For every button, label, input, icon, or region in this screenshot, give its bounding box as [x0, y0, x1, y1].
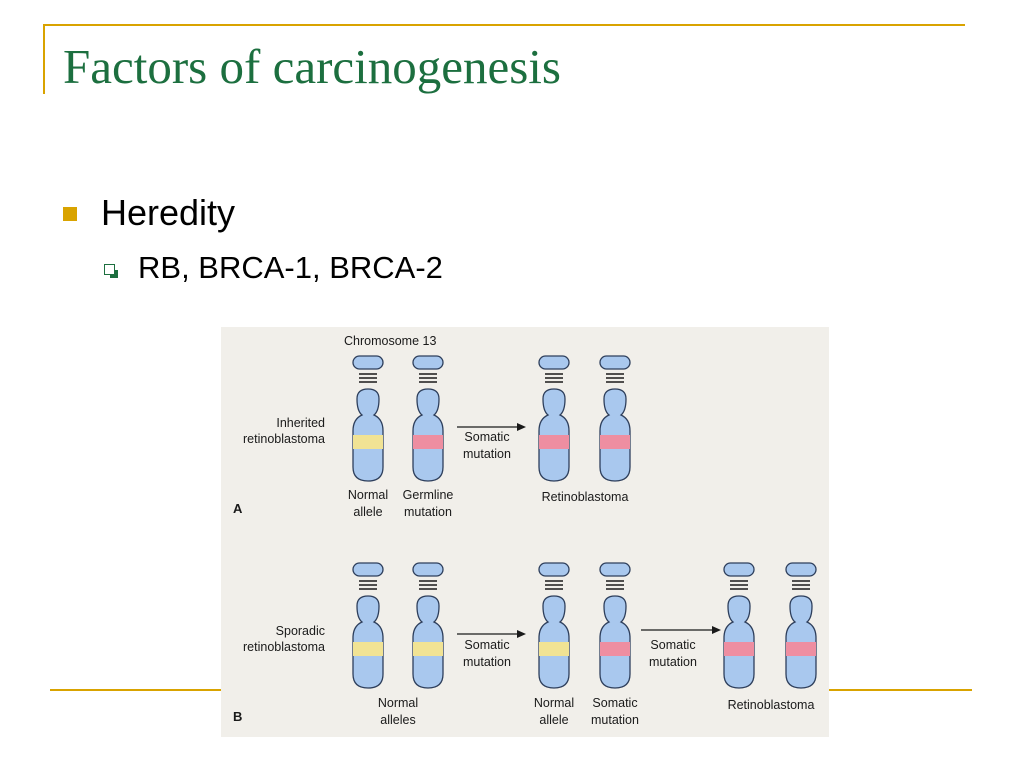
arrow-head — [517, 630, 526, 638]
mutated-band — [413, 435, 443, 449]
row-label-a-line2: retinoblastoma — [243, 432, 325, 446]
chromosome-b-4 — [599, 562, 631, 689]
chromosome-a-3 — [538, 355, 570, 482]
bullet-box-icon — [104, 264, 118, 278]
retinoblastoma-figure: Chromosome 13 Inherited retinoblastoma S… — [221, 327, 829, 737]
chromosome-cap — [599, 562, 631, 577]
arrow-b2 — [641, 626, 721, 634]
chromosome-cap — [538, 562, 570, 577]
mutated-band — [600, 642, 630, 656]
arrow-b1-label-line2: mutation — [463, 655, 511, 669]
arrow-b2-label-line1: Somatic — [650, 638, 695, 652]
bullet-genes: RB, BRCA-1, BRCA-2 — [138, 250, 443, 285]
chromosome-b-6 — [785, 562, 817, 689]
chromosome-b-5 — [723, 562, 755, 689]
chromosome-cap — [352, 562, 384, 577]
caption-b-result: Retinoblastoma — [728, 698, 815, 712]
chromosome-cap — [412, 562, 444, 577]
caption-b4-line1: Somatic — [592, 696, 637, 710]
arrow-a-label-line2: mutation — [463, 447, 511, 461]
chromosome-a-1 — [352, 355, 384, 482]
chromosome-b-2 — [412, 562, 444, 689]
caption-a2-line2: mutation — [404, 505, 452, 519]
row-label-a-line1: Inherited — [276, 416, 325, 430]
mutated-band — [786, 642, 816, 656]
frame-left-rule — [43, 24, 45, 94]
chromosome-group — [352, 355, 817, 689]
chromosome-13-heading: Chromosome 13 — [344, 334, 436, 348]
arrow-b1 — [457, 630, 526, 638]
mutated-band — [724, 642, 754, 656]
arrow-head — [517, 423, 526, 431]
normal-band — [353, 435, 383, 449]
chromosome-a-2 — [412, 355, 444, 482]
normal-band — [539, 642, 569, 656]
arrow-b1-label-line1: Somatic — [464, 638, 509, 652]
caption-a1-line1: Normal — [348, 488, 388, 502]
frame-top-rule — [43, 24, 965, 26]
arrow-a — [457, 423, 526, 431]
chromosome-b-3 — [538, 562, 570, 689]
retinoblastoma-diagram: Chromosome 13 Inherited retinoblastoma S… — [233, 334, 817, 727]
caption-b3-line1: Normal — [534, 696, 574, 710]
panel-a-letter: A — [233, 501, 243, 516]
caption-a2-line1: Germline — [403, 488, 454, 502]
arrow-a-label-line1: Somatic — [464, 430, 509, 444]
arrow-b2-label-line2: mutation — [649, 655, 697, 669]
chromosome-cap — [599, 355, 631, 370]
row-label-b-line2: retinoblastoma — [243, 640, 325, 654]
panel-b-letter: B — [233, 709, 242, 724]
caption-b-pair-line1: Normal — [378, 696, 418, 710]
mutated-band — [539, 435, 569, 449]
caption-b-pair-line2: alleles — [380, 713, 415, 727]
normal-band — [413, 642, 443, 656]
chromosome-cap — [352, 355, 384, 370]
bullet-heredity: Heredity — [101, 192, 236, 233]
row-label-b-line1: Sporadic — [276, 624, 325, 638]
chromosome-a-4 — [599, 355, 631, 482]
chromosome-cap — [785, 562, 817, 577]
bullet-square-icon — [63, 207, 77, 221]
chromosome-b-1 — [352, 562, 384, 689]
slide-title: Factors of carcinogenesis — [63, 39, 561, 94]
chromosome-cap — [412, 355, 444, 370]
normal-band — [353, 642, 383, 656]
caption-b3-line2: allele — [539, 713, 568, 727]
caption-a1-line2: allele — [353, 505, 382, 519]
arrow-head — [712, 626, 721, 634]
caption-b4-line2: mutation — [591, 713, 639, 727]
chromosome-cap — [538, 355, 570, 370]
chromosome-cap — [723, 562, 755, 577]
mutated-band — [600, 435, 630, 449]
caption-a-result: Retinoblastoma — [542, 490, 629, 504]
arrow-group — [457, 423, 721, 638]
